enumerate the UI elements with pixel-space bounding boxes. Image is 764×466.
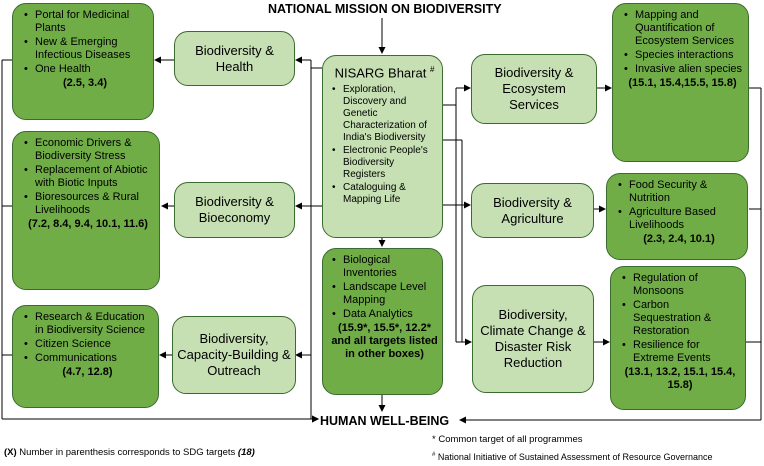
theme-agriculture: Biodiversity & Agriculture (471, 183, 594, 238)
wellbeing-title: HUMAN WELL-BEING (320, 414, 450, 428)
list-item: Biological Inventories (331, 254, 438, 280)
list-item: Research & Education in Biodiversity Sci… (23, 311, 152, 337)
theme-ecosystem: Biodiversity & Ecosystem Services (471, 54, 597, 124)
list-item: Agriculture Based Livelihoods (617, 206, 741, 232)
list-item: Carbon Sequestration & Restoration (621, 299, 739, 338)
nisarg-title: NISARG Bharat (334, 65, 427, 81)
list-item: Regulation of Monsoons (621, 272, 739, 298)
sdg-targets: (2.3, 2.4, 10.1) (643, 233, 715, 245)
theme-health: Biodiversity & Health (174, 31, 295, 86)
sdg-footnote: (X) Number in parenthesis corresponds to… (4, 447, 255, 458)
list-item: Exploration, Discovery and Genetic Chara… (331, 84, 438, 144)
theme-climate: Biodiversity, Climate Change & Disaster … (472, 285, 594, 393)
list-item: Cataloguing & Mapping Life (331, 182, 438, 206)
list-item: Species interactions (623, 49, 742, 62)
list-item: Replacement of Abiotic with Biotic Input… (23, 164, 153, 190)
list-item: Resilience for Extreme Events (621, 339, 739, 365)
list-item: Mapping and Quantification of Ecosystem … (623, 9, 742, 48)
sdg-targets: (7.2, 8.4, 9.4, 10.1, 11.6) (28, 218, 148, 230)
health-detail-box: Portal for Medicinal Plants New & Emergi… (12, 3, 154, 120)
list-item: Landscape Level Mapping (331, 281, 438, 307)
climate-detail-box: Regulation of Monsoons Carbon Sequestrat… (610, 266, 746, 410)
list-item: Data Analytics (331, 308, 438, 321)
list-item: New & Emerging Infectious Diseases (23, 36, 147, 62)
agriculture-detail-box: Food Security & Nutrition Agriculture Ba… (606, 173, 748, 260)
sdg-targets: (15.9*, 15.5*, 12.2* and all targets lis… (331, 322, 438, 360)
ecosystem-detail-box: Mapping and Quantification of Ecosystem … (612, 3, 749, 162)
nisarg-footnote: # National Initiative of Sustained Asses… (432, 452, 713, 462)
theme-capacity: Biodiversity, Capacity-Building & Outrea… (172, 316, 296, 394)
list-item: Communications (23, 352, 152, 365)
list-item: Citizen Science (23, 338, 152, 351)
list-item: Electronic People's Biodiversity Registe… (331, 145, 438, 181)
list-item: Invasive alien species (623, 63, 742, 76)
sdg-targets: (2.5, 3.4) (62, 77, 108, 89)
nisarg-title-mark: # (429, 65, 435, 74)
common-target-footnote: * Common target of all programmes (432, 434, 583, 445)
inventories-box: Biological Inventories Landscape Level M… (322, 248, 443, 395)
mission-title: NATIONAL MISSION ON BIODIVERSITY (268, 2, 502, 16)
list-item: Bioresources & Rural Livelihoods (23, 191, 153, 217)
list-item: One Health (23, 63, 147, 76)
capacity-detail-box: Research & Education in Biodiversity Sci… (12, 305, 159, 408)
sdg-targets: (15.1, 15.4,15.5, 15.8) (628, 77, 737, 89)
sdg-targets: (13.1, 13.2, 15.1, 15.4, 15.8) (624, 366, 736, 391)
list-item: Food Security & Nutrition (617, 179, 741, 205)
nisarg-bharat-box: NISARG Bharat # Exploration, Discovery a… (322, 55, 443, 238)
bioeconomy-detail-box: Economic Drivers & Biodiversity Stress R… (12, 131, 160, 290)
list-item: Economic Drivers & Biodiversity Stress (23, 137, 153, 163)
list-item: Portal for Medicinal Plants (23, 9, 147, 35)
theme-bioeconomy: Biodiversity & Bioeconomy (174, 182, 295, 238)
sdg-targets: (4.7, 12.8) (62, 366, 113, 378)
